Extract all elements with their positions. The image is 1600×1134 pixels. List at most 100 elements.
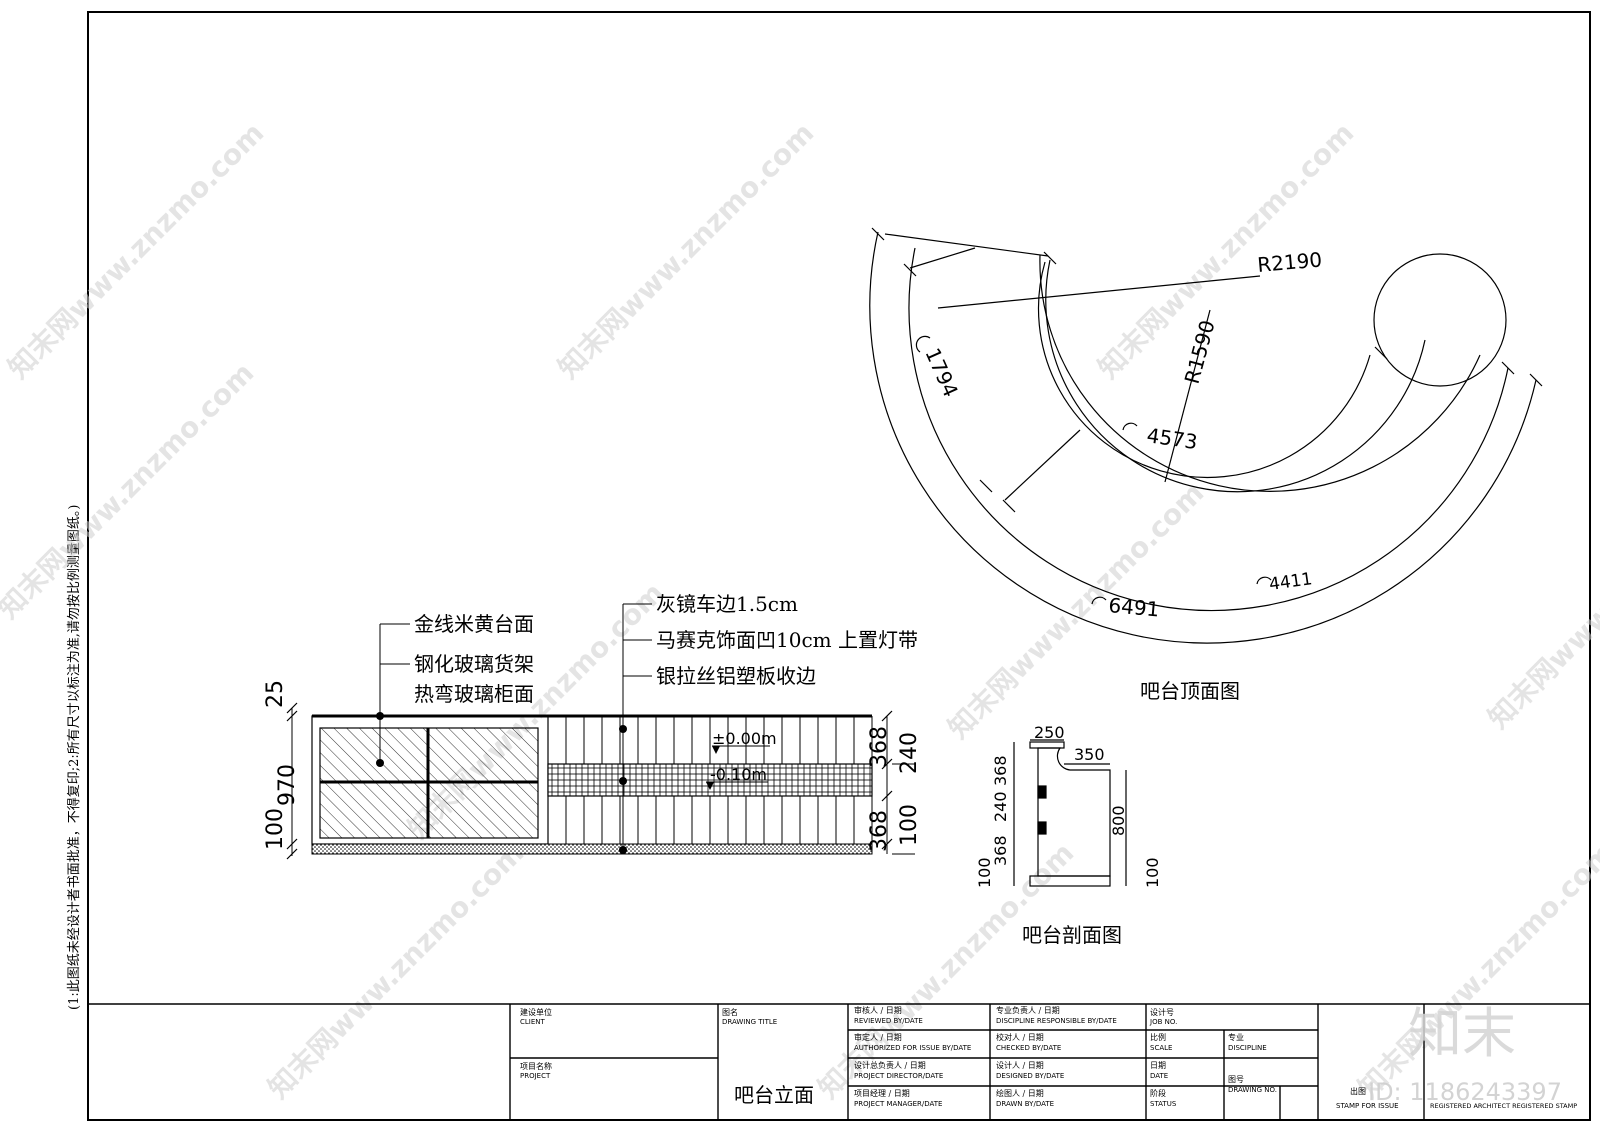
elevation-view: [286, 603, 915, 860]
section-notch: [1037, 821, 1047, 835]
title-block-labels: 建设单位 CLIENT 项目名称 PROJECT 图名 DRAWING TITL…: [520, 1005, 1577, 1110]
plan-tick: [1529, 373, 1543, 387]
tb-project-cn: 项目名称: [520, 1061, 552, 1071]
sec-dim-240: 240: [991, 791, 1010, 822]
tb-drawing-title-value: 吧台立面: [734, 1083, 814, 1107]
sec-dim-100-right: 100: [1143, 857, 1162, 888]
tb-client-cn: 建设单位: [520, 1007, 552, 1017]
level-marker: [706, 782, 714, 790]
arc-symbol: [915, 335, 931, 353]
dim-r2190: R2190: [1256, 247, 1323, 277]
watermark-text: 知末网www.znzmo.com: [942, 476, 1211, 745]
dim-arc-4411: 4411: [1268, 569, 1314, 595]
tb-checked-en: CHECKED BY/DATE: [996, 1044, 1061, 1052]
watermark-text: 知末网www.znzmo.com: [0, 356, 260, 625]
tb-stamp-issue-cn: 出图: [1350, 1086, 1366, 1096]
mosaic-band: [547, 763, 873, 797]
plan-tick: [1501, 361, 1515, 375]
plan-arc-3: [1039, 254, 1481, 492]
tb-status-cn: 阶段: [1150, 1088, 1166, 1098]
level-0: ±0.00m: [712, 729, 777, 748]
level-marker: [712, 746, 720, 754]
tb-client-en: CLIENT: [520, 1018, 546, 1026]
sec-dim-250: 250: [1034, 723, 1065, 742]
tb-date-en: DATE: [1150, 1072, 1168, 1080]
sec-dim-368a: 368: [991, 755, 1010, 786]
plan-arc-5: [1037, 261, 1371, 479]
section-labels: 250 350 368 240 368 100 800 100 吧台剖面图: [975, 723, 1162, 947]
tb-authorized-cn: 审定人 / 日期: [854, 1032, 902, 1042]
tb-discipline-cn: 专业: [1228, 1032, 1244, 1042]
dim-r1590: R1590: [1180, 317, 1220, 386]
plan-tick: [871, 227, 885, 241]
tb-job-en: JOB NO.: [1149, 1018, 1177, 1026]
plan-tick: [979, 479, 993, 493]
dim-tick: [881, 838, 893, 850]
tb-project-en: PROJECT: [520, 1072, 551, 1080]
dim-368a: 368: [867, 726, 892, 768]
tb-scale-cn: 比例: [1150, 1032, 1166, 1042]
dim-240: 240: [897, 732, 922, 774]
plan-leader-line: [937, 275, 1261, 309]
sec-dim-100-left: 100: [975, 857, 994, 888]
tb-date-cn: 日期: [1150, 1061, 1166, 1070]
dim-tick: [286, 710, 298, 722]
tb-designed-en: DESIGNED BY/DATE: [996, 1072, 1064, 1080]
top-plan-view: [869, 227, 1543, 644]
plan-leader-line: [884, 233, 1049, 257]
callout-countertop: 金线米黄台面: [414, 612, 534, 636]
tb-drawing-title-en: DRAWING TITLE: [722, 1018, 777, 1026]
section-view: [1013, 739, 1127, 887]
sheet-border: [87, 11, 1591, 1121]
tb-reviewed-en: REVIEWED BY/DATE: [854, 1017, 923, 1025]
tb-status-en: STATUS: [1150, 1100, 1177, 1108]
tb-drawn-en: DRAWN BY/DATE: [996, 1100, 1054, 1108]
dim-tick: [881, 710, 893, 722]
section-base: [1029, 875, 1111, 887]
watermark-text: 知末网www.znzmo.com: [552, 116, 821, 385]
plan-arc-outer: [869, 231, 1537, 644]
sec-dim-800: 800: [1109, 805, 1128, 836]
plan-leader-line: [1164, 309, 1211, 483]
arc-symbol: [1122, 422, 1138, 431]
tb-checked-cn: 校对人 / 日期: [996, 1032, 1044, 1042]
dim-100-right: 100: [897, 804, 922, 846]
tb-director-cn: 设计总负责人 / 日期: [854, 1060, 926, 1070]
section-title: 吧台剖面图: [1022, 923, 1122, 947]
callout-curved-glass: 热弯玻璃柜面: [414, 682, 534, 706]
level-1: -0.10m: [710, 765, 767, 784]
watermark-text: 知末网www.znzmo.com: [262, 836, 531, 1105]
dim-arc-4573: 4573: [1145, 423, 1199, 454]
tb-manager-en: PROJECT MANAGER/DATE: [854, 1100, 942, 1108]
dim-tick: [286, 838, 298, 850]
tb-designed-cn: 设计人 / 日期: [996, 1060, 1044, 1070]
plan-tick: [1374, 346, 1388, 360]
plan-leader-line: [1004, 429, 1081, 501]
watermark-group: 知末网www.znzmo.com 知末网www.znzmo.com 知末网www…: [0, 116, 1600, 1105]
callout-aluminium: 银拉丝铝塑板收边: [656, 664, 816, 688]
dim-970: 970: [275, 764, 300, 806]
section-notch: [1037, 785, 1047, 799]
tb-drawing-title-cn: 图名: [722, 1007, 738, 1017]
dim-tick: [881, 790, 893, 802]
plan-arc-2: [908, 247, 1509, 612]
top-plan-dims: R2190 R1590 1794 4573 4411 6491 吧台顶面图: [920, 247, 1323, 703]
callout-glass-shelf: 钢化玻璃货架: [414, 652, 534, 676]
side-note: (1:此图纸未经设计者书面批准，不得复印;2:所有尺寸以标注为准,请勿按比例测量…: [66, 505, 82, 1010]
top-plan-title: 吧台顶面图: [1140, 679, 1240, 703]
tb-drawing-no-en: DRAWING NO.: [1228, 1086, 1277, 1094]
dim-tick: [286, 848, 298, 860]
dim-arc-1794: 1794: [920, 344, 963, 400]
callout-mosaic: 马赛克饰面凹10cm 上置灯带: [656, 628, 918, 652]
dim-25: 25: [263, 680, 288, 708]
section-body-outline: [1037, 747, 1111, 877]
arc-symbol: [1256, 576, 1272, 585]
dim-tick: [881, 758, 893, 770]
title-block: [88, 1003, 1590, 1120]
plan-tick: [1002, 499, 1016, 513]
tb-drawn-cn: 绘图人 / 日期: [996, 1088, 1044, 1098]
tb-manager-cn: 项目经理 / 日期: [854, 1088, 910, 1098]
plan-tick: [903, 263, 917, 277]
dim-tick: [286, 702, 298, 714]
